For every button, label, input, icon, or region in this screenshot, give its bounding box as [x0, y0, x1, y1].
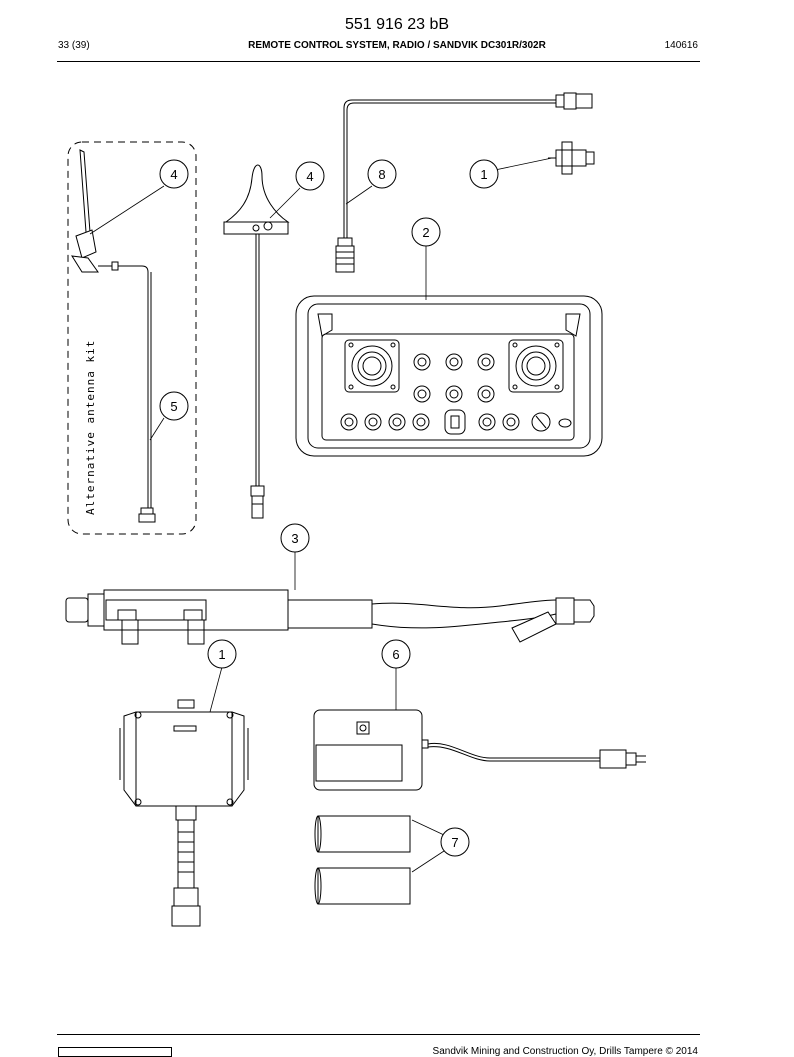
footer-rule — [57, 1034, 700, 1035]
page-title: REMOTE CONTROL SYSTEM, RADIO / SANDVIK D… — [248, 40, 546, 51]
battery-pack-upper — [314, 815, 411, 853]
callout-item-4-left: 4 — [159, 159, 189, 189]
leader-lines — [89, 157, 553, 873]
remote-control-unit — [295, 295, 603, 457]
svg-text:5: 5 — [170, 399, 177, 414]
harness-belt — [65, 589, 595, 645]
svg-text:2: 2 — [422, 225, 429, 240]
bracket-connector — [548, 141, 595, 175]
footer-copyright: Sandvik Mining and Construction Oy, Dril… — [432, 1046, 698, 1057]
callout-item-3: 3 — [280, 523, 310, 553]
svg-text:3: 3 — [291, 531, 298, 546]
date-code: 140616 — [664, 40, 698, 51]
svg-text:1: 1 — [218, 647, 225, 662]
document-number: 551 916 23 bB — [344, 16, 450, 33]
svg-text:7: 7 — [451, 835, 458, 850]
callout-item-4-right: 4 — [295, 161, 325, 191]
callout-item-5: 5 — [159, 391, 189, 421]
svg-text:8: 8 — [378, 167, 385, 182]
callout-item-6: 6 — [381, 639, 411, 669]
page-number: 33 (39) — [58, 40, 90, 51]
battery-pack-lower — [314, 867, 411, 905]
cable-item-8 — [335, 92, 593, 273]
shark-fin-antenna — [223, 164, 290, 519]
svg-text:4: 4 — [306, 169, 313, 184]
svg-text:4: 4 — [170, 167, 177, 182]
sandvik-logo — [58, 1047, 172, 1057]
radio-receiver-box — [119, 699, 249, 927]
svg-text:6: 6 — [392, 647, 399, 662]
whip-antenna — [71, 149, 156, 523]
header-rule — [57, 61, 700, 62]
alternative-antenna-kit-label: Alternative antenna kit — [84, 340, 97, 515]
callout-item-7: 7 — [440, 827, 470, 857]
callout-item-1-top: 1 — [469, 159, 499, 189]
callout-item-2: 2 — [411, 217, 441, 247]
callout-item-8: 8 — [367, 159, 397, 189]
battery-charger — [313, 709, 646, 791]
svg-text:1: 1 — [480, 167, 487, 182]
alternative-antenna-kit-frame — [67, 141, 197, 535]
callout-item-1-bottom: 1 — [207, 639, 237, 669]
